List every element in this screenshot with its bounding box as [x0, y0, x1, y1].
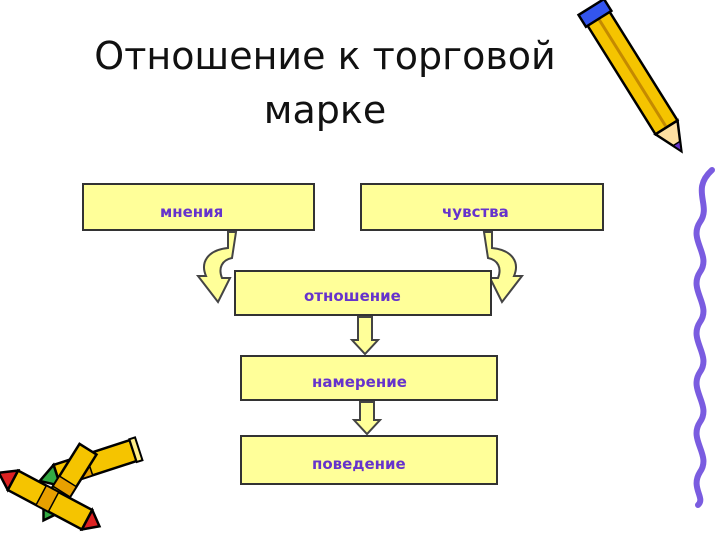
behavior-label: поведение: [312, 455, 406, 473]
pencil-icon: [579, 0, 695, 159]
intention-box: намерение: [240, 355, 498, 401]
behavior-box: поведение: [240, 435, 498, 485]
crayons-icon: [0, 437, 142, 536]
attitude-box: отношение: [234, 270, 492, 316]
feelings-label: чувства: [442, 203, 509, 221]
arrow-down-2: [354, 402, 380, 434]
intention-label: намерение: [312, 373, 407, 391]
curved-arrow-left: [198, 232, 236, 302]
opinions-box: мнения: [82, 183, 315, 231]
attitude-label: отношение: [304, 287, 401, 305]
arrow-down-1: [352, 317, 378, 354]
feelings-box: чувства: [360, 183, 604, 231]
wavy-ribbon: [697, 170, 712, 505]
opinions-label: мнения: [160, 203, 223, 221]
